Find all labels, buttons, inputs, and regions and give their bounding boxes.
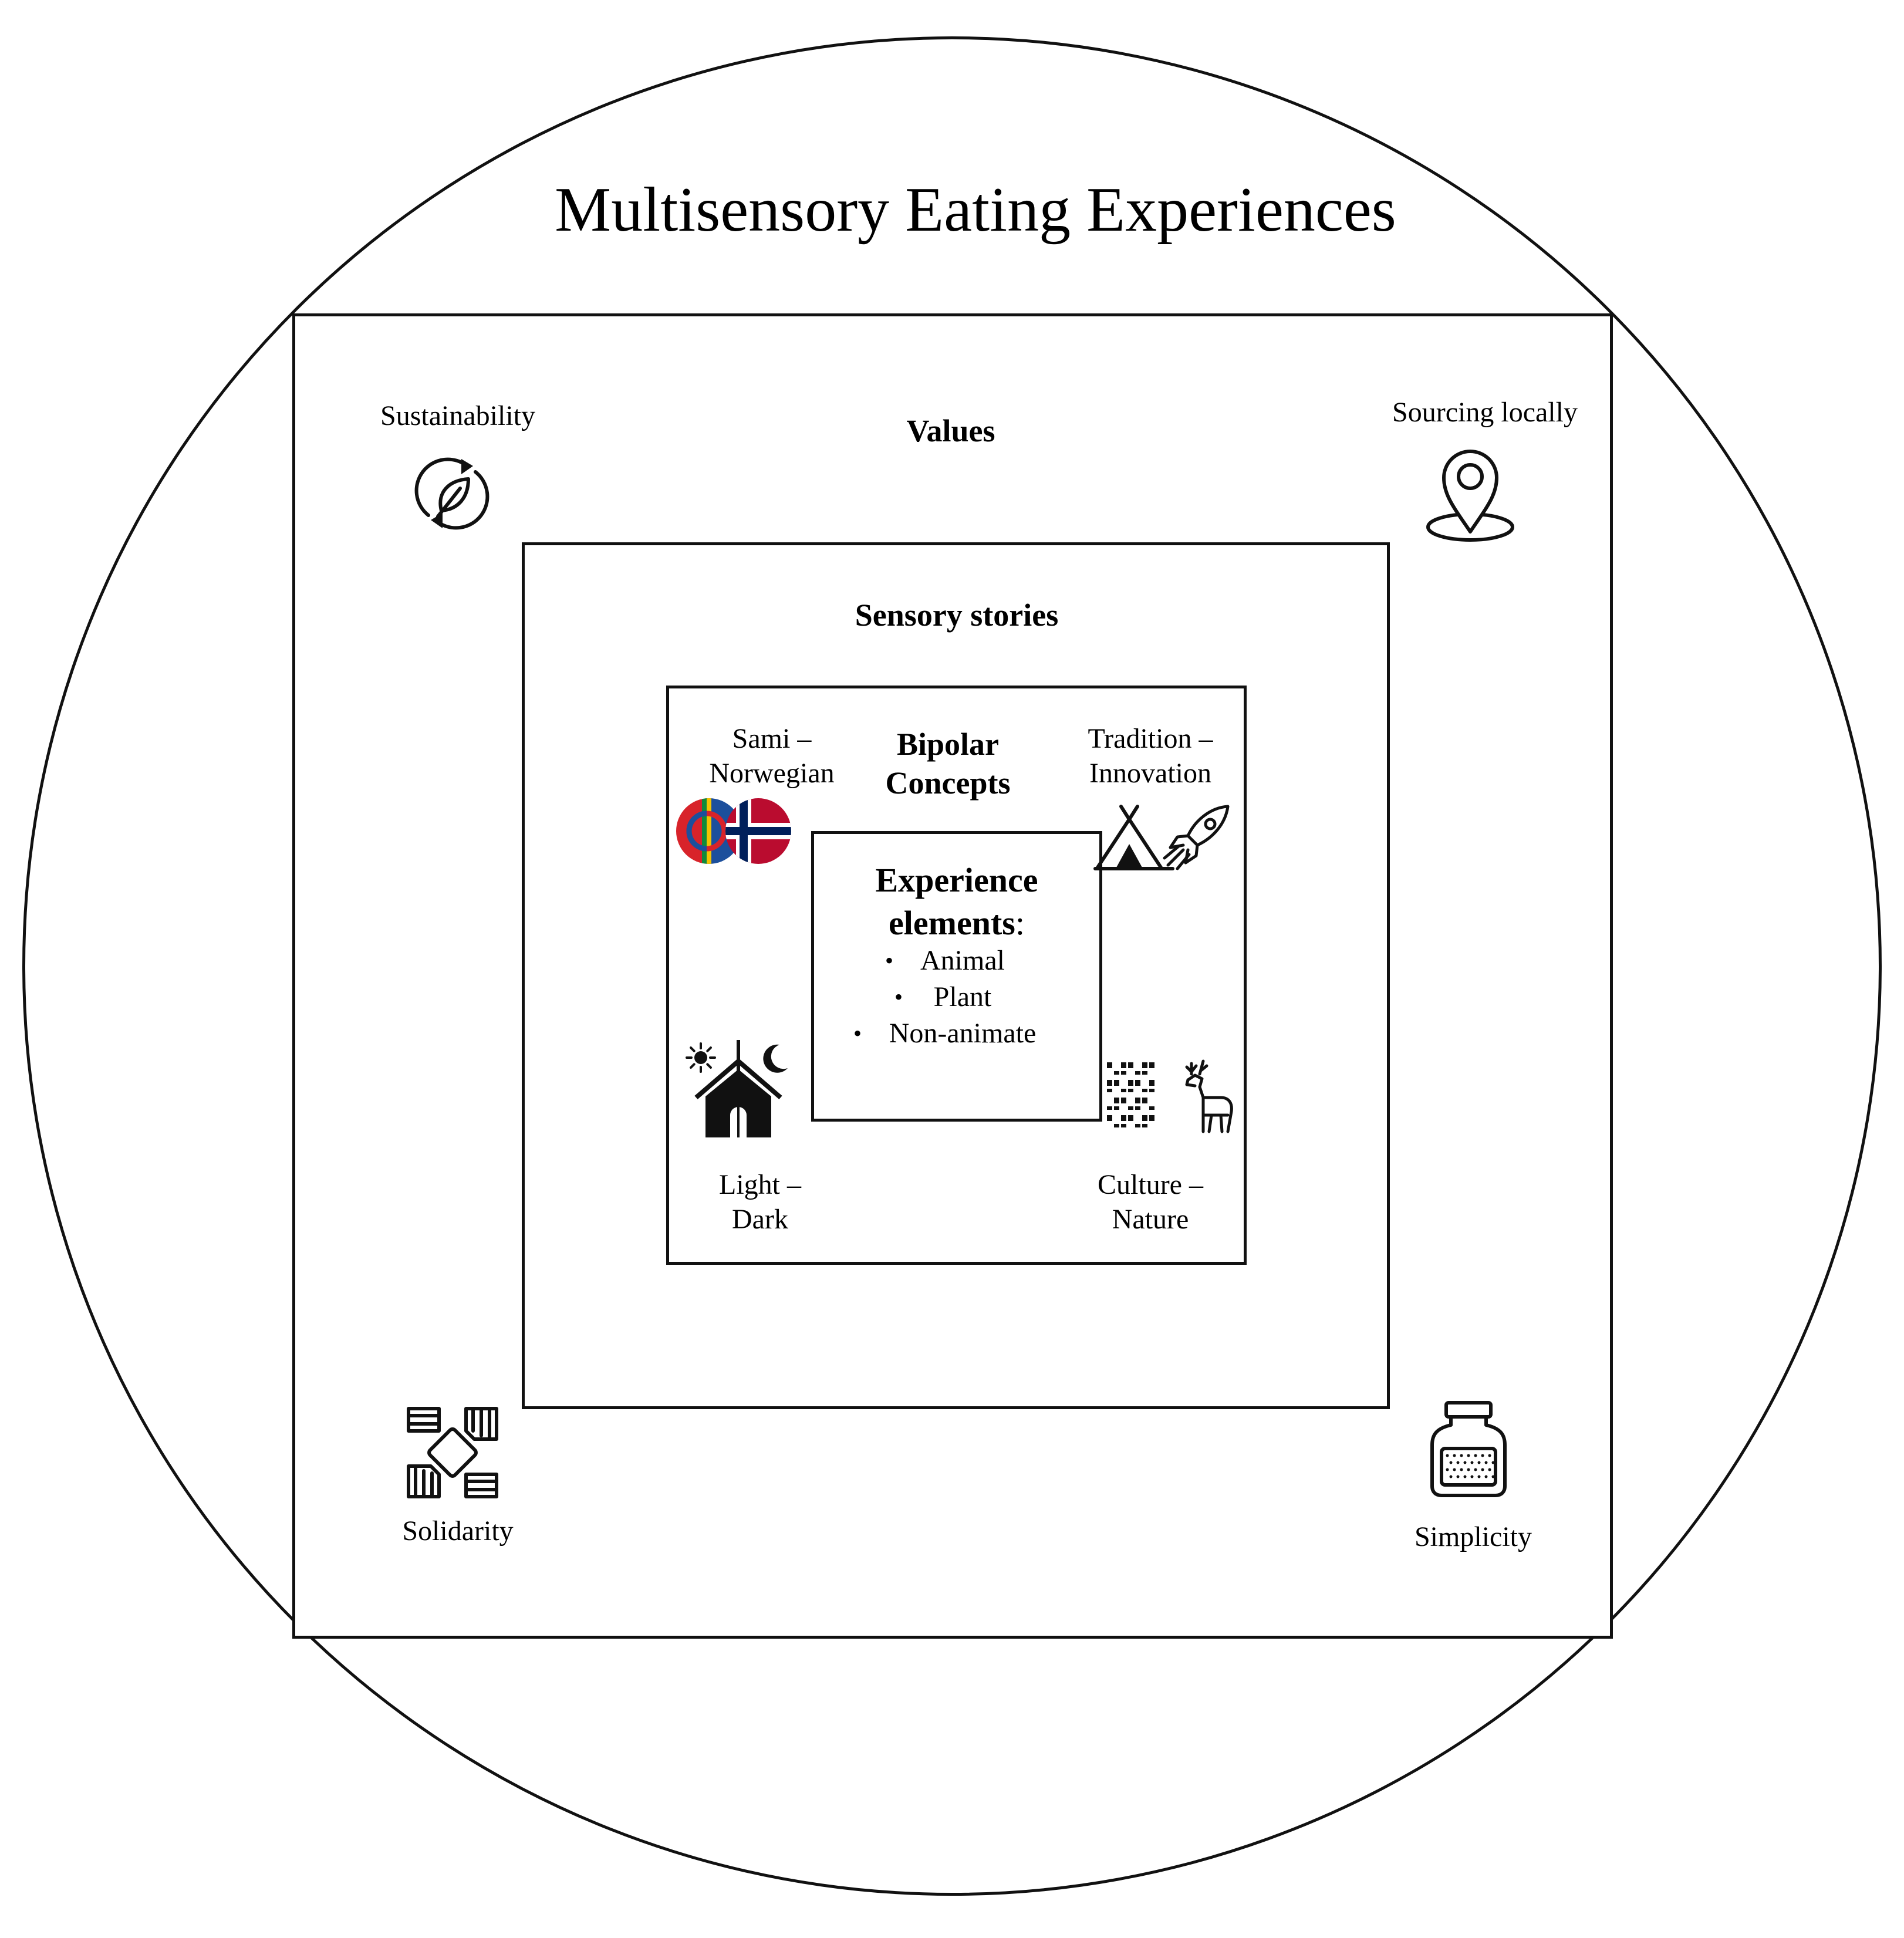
tent-rocket-icon [1093, 805, 1230, 870]
list-bullet: • [894, 984, 903, 1010]
value-label-solidarity: Solidarity [402, 1515, 514, 1547]
pair-label-light-dark: Light – Dark [687, 1168, 833, 1237]
experience-elements-list: • Animal • Plant • Non-animate [845, 943, 1080, 1052]
pair-label-sami-norwegian: Sami – Norwegian [687, 722, 857, 791]
experience-elements-box [811, 831, 1102, 1122]
recycle-leaf-icon [414, 457, 489, 530]
list-item: • Plant [845, 979, 1080, 1015]
values-box [292, 313, 1613, 1639]
pair-line1: Light – [719, 1169, 801, 1200]
location-pin-icon [1426, 450, 1514, 542]
joined-hands-icon [407, 1407, 498, 1498]
bipolar-heading-line2: Concepts [885, 765, 1011, 801]
experience-heading-colon: : [1015, 903, 1025, 942]
pair-line2: Nature [1112, 1203, 1189, 1235]
value-label-sustainability: Sustainability [380, 400, 535, 431]
pair-line1: Tradition – [1088, 723, 1213, 754]
list-item: • Animal [845, 943, 1080, 979]
pair-label-culture-nature: Culture – Nature [1056, 1168, 1244, 1237]
bipolar-heading-line1: Bipolar [896, 727, 1000, 762]
list-item-text: Plant [933, 981, 992, 1012]
pattern-reindeer-icon [1107, 1059, 1233, 1133]
list-item-text: Animal [920, 945, 1005, 976]
list-bullet: • [853, 1020, 862, 1046]
outer-circle [22, 36, 1882, 1896]
jar-icon [1430, 1401, 1507, 1497]
sami-norwegian-flags-icon [676, 798, 791, 864]
pair-line2: Norwegian [709, 757, 835, 789]
pair-line2: Dark [732, 1203, 788, 1235]
pair-line1: Sami – [732, 723, 812, 754]
value-label-sourcing-locally: Sourcing locally [1392, 397, 1578, 428]
sun-moon-house-icon [686, 1040, 788, 1137]
experience-heading-line2-wrap: elements: [813, 902, 1100, 945]
value-label-simplicity: Simplicity [1414, 1521, 1532, 1552]
experience-heading-line2: elements [889, 903, 1015, 942]
experience-heading-line1: Experience [875, 861, 1038, 899]
sensory-stories-heading: Sensory stories [855, 597, 1059, 633]
pair-line2: Innovation [1089, 757, 1211, 789]
list-item-text: Non-animate [889, 1018, 1037, 1049]
list-bullet: • [885, 947, 894, 974]
experience-elements-heading: Experience elements: [813, 859, 1100, 944]
pair-label-tradition-innovation: Tradition – Innovation [1056, 722, 1244, 791]
values-heading: Values [906, 413, 995, 448]
list-item: • Non-animate [845, 1015, 1080, 1052]
bipolar-concepts-heading: Bipolar Concepts [828, 725, 1068, 803]
pair-line1: Culture – [1098, 1169, 1203, 1200]
diagram-title: Multisensory Eating Experiences [555, 175, 1396, 245]
